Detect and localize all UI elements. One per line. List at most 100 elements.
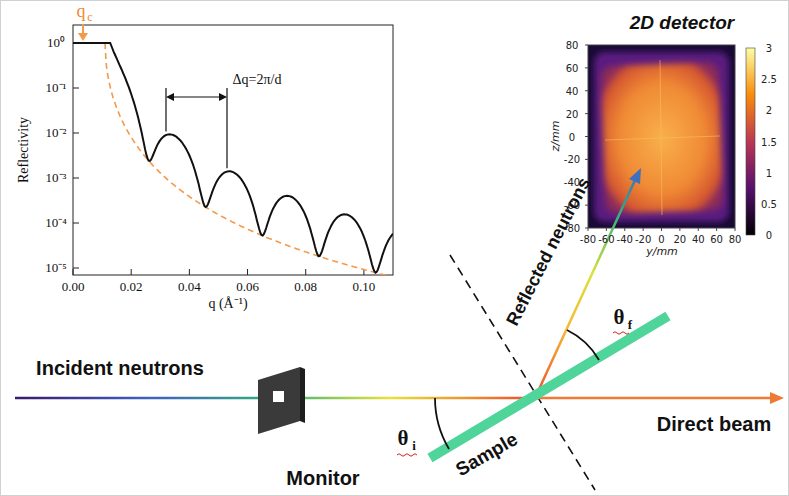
panel-title: 2D detector	[630, 13, 735, 34]
beam-label: Reflected neutrons	[503, 175, 595, 329]
plot-frame	[73, 25, 393, 275]
period-label: Δq=2π/d	[233, 72, 282, 87]
period-marker	[165, 88, 166, 132]
z-tick	[585, 45, 588, 46]
monitor-window	[273, 391, 284, 402]
direct-beam-arrowhead	[770, 392, 784, 404]
y-tick-label: 0	[658, 234, 664, 245]
qc-symbol: q	[77, 2, 86, 22]
y-tick-label: 40	[692, 234, 705, 245]
y-tick-label: -60	[598, 234, 614, 245]
colorbar-tick-label: 1	[766, 167, 772, 178]
axis-title: q (Å⁻¹)	[208, 296, 247, 311]
z-tick	[585, 136, 588, 137]
y-tick	[735, 228, 736, 231]
colorbar-tick-label: 1.5	[761, 136, 777, 147]
angle-subscript: f	[628, 318, 632, 332]
detector-image	[585, 45, 755, 235]
y-tick	[73, 178, 79, 179]
angle-symbol: θ	[614, 306, 625, 329]
detector-halo	[594, 52, 729, 222]
colorbar	[746, 48, 755, 235]
axis-title: y/mm	[646, 246, 678, 258]
direct-beam	[535, 397, 772, 400]
x-tick	[305, 269, 306, 275]
y-tick-label: 10⁻¹	[46, 81, 67, 95]
qc-arrowhead	[78, 33, 88, 41]
monitor	[258, 367, 300, 434]
z-tick	[585, 228, 588, 229]
monitor-label: Monitor	[286, 467, 359, 489]
z-tick	[585, 67, 588, 68]
beam-label: Incident neutrons	[36, 357, 204, 379]
beam-label: Direct beam	[657, 413, 772, 435]
y-tick-label: 10⁻⁵	[45, 261, 67, 275]
z-tick-label: 0	[569, 131, 575, 142]
z-tick	[585, 159, 588, 160]
z-tick-label: 60	[566, 62, 579, 73]
reflectivity-chart	[73, 24, 393, 277]
axis-title: Reflectivity	[16, 117, 31, 183]
colorbar-tick-label: 3	[766, 43, 772, 54]
detector-seam	[605, 136, 720, 140]
y-tick	[73, 223, 79, 224]
z-tick	[585, 205, 588, 206]
y-tick-label: 10⁻²	[46, 126, 67, 140]
y-tick	[73, 88, 79, 89]
y-tick	[73, 133, 79, 134]
y-tick-label: -40	[617, 234, 633, 245]
detector-background	[588, 45, 735, 228]
x-tick-label: 0.08	[294, 280, 317, 294]
y-tick-label: 60	[710, 234, 723, 245]
y-tick	[661, 228, 662, 231]
qc-subscript: c	[87, 11, 92, 24]
period-arrowheads	[166, 93, 227, 101]
detector-seam	[660, 60, 662, 215]
sample-plate	[430, 316, 668, 458]
incidence-angle-arc	[435, 398, 449, 449]
x-tick	[189, 269, 190, 275]
detector-frame	[588, 45, 735, 228]
x-tick	[73, 269, 74, 275]
z-tick	[585, 113, 588, 114]
x-tick-label: 0.02	[120, 280, 143, 294]
y-tick	[698, 228, 699, 231]
z-tick-label: 40	[566, 85, 579, 96]
spell-underline	[397, 454, 417, 457]
period-marker	[226, 88, 227, 168]
y-tick-label: 10⁻⁴	[45, 216, 67, 230]
y-tick-label: -20	[635, 234, 651, 245]
reflected-beam-arrowhead	[629, 168, 641, 184]
axis-title: z/mm	[550, 121, 562, 152]
z-tick-label: -20	[564, 154, 580, 165]
monitor-side	[300, 367, 305, 423]
axis-ticks	[73, 43, 364, 275]
z-tick-label: 20	[566, 108, 579, 119]
x-tick-label: 0.06	[236, 280, 259, 294]
detector-ticks	[585, 45, 735, 231]
x-tick	[131, 269, 132, 275]
z-tick	[585, 90, 588, 91]
angle-symbol: θ	[398, 427, 409, 450]
qc-arrow	[82, 24, 84, 34]
x-tick	[247, 269, 248, 275]
colorbar-tick-label: 2.5	[761, 74, 777, 85]
x-tick-label: 0.04	[178, 280, 201, 294]
y-tick-label: -80	[580, 234, 596, 245]
spell-underline	[613, 332, 629, 335]
y-tick	[73, 268, 79, 269]
x-tick-label: 0.00	[62, 280, 85, 294]
colorbar-tick-label: 0	[766, 230, 772, 241]
x-tick-label: 0.10	[353, 280, 376, 294]
angle-subscript: i	[412, 439, 416, 453]
z-tick-label: 80	[566, 40, 579, 51]
y-tick-label: 20	[674, 234, 687, 245]
y-tick	[624, 228, 625, 231]
y-tick-label: 80	[729, 234, 742, 245]
y-tick	[606, 228, 607, 231]
y-tick-label: 10⁰	[47, 36, 65, 50]
colorbar-tick-label: 2	[766, 105, 772, 116]
y-tick	[643, 228, 644, 231]
